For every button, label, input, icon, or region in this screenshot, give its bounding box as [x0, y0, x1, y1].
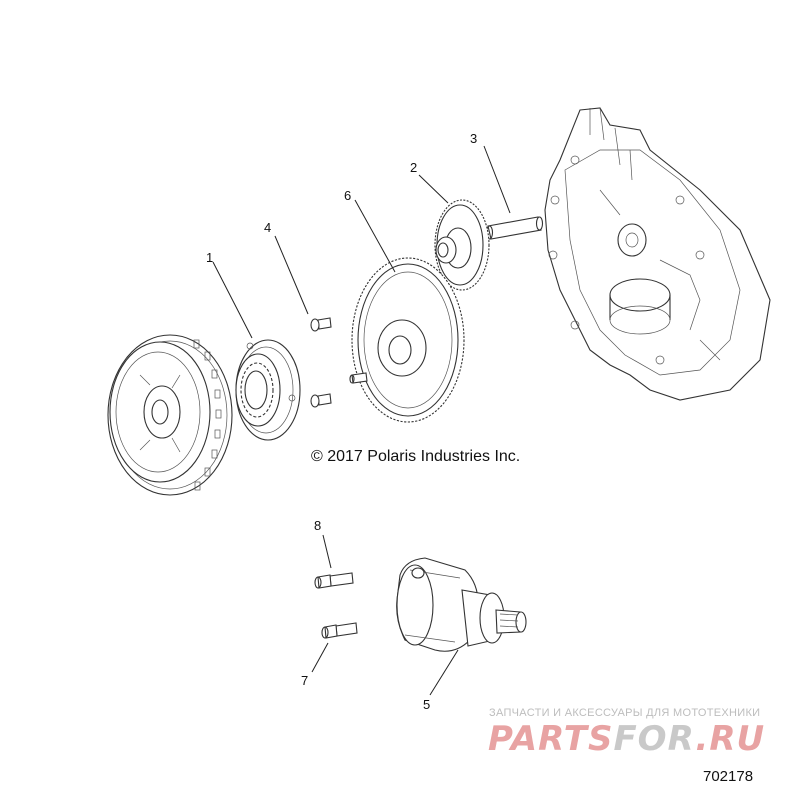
- starter-clutch: [235, 339, 301, 441]
- callout-3: 3: [470, 131, 477, 146]
- document-number: 702178: [703, 768, 753, 785]
- bolt-lower-8: [314, 572, 354, 589]
- bolt-lower-7: [321, 622, 358, 639]
- callout-8: 8: [314, 518, 321, 533]
- callout-1: 1: [206, 250, 213, 265]
- callout-labels: 1 2 3 4 5 6 7 8: [206, 131, 477, 712]
- callout-2: 2: [410, 160, 417, 175]
- callout-5: 5: [423, 697, 430, 712]
- bolts-upper: [310, 317, 332, 408]
- watermark: ЗАПЧАСТИ И АКСЕССУАРЫ ДЛЯ МОТОТЕХНИКИ PA…: [488, 707, 765, 759]
- crankcase-cover: [544, 107, 771, 401]
- watermark-brand: PARTSFOR.RU: [488, 719, 765, 759]
- callout-6: 6: [344, 188, 351, 203]
- watermark-tagline: ЗАПЧАСТИ И АКСЕССУАРЫ ДЛЯ МОТОТЕХНИКИ: [489, 707, 760, 719]
- leader-lines: [212, 145, 511, 696]
- watermark-brand-ru: .RU: [695, 719, 765, 759]
- flywheel-rotor: [107, 334, 233, 496]
- copyright-notice: © 2017 Polaris Industries Inc.: [311, 448, 520, 465]
- starter-ring-gear: [349, 257, 465, 423]
- shaft: [485, 216, 544, 240]
- callout-7: 7: [301, 673, 308, 688]
- idler-gear: [434, 199, 490, 291]
- callout-4: 4: [264, 220, 271, 235]
- watermark-brand-parts: PARTS: [488, 719, 613, 759]
- starter-motor: [396, 557, 527, 652]
- watermark-brand-for: FOR: [613, 719, 695, 759]
